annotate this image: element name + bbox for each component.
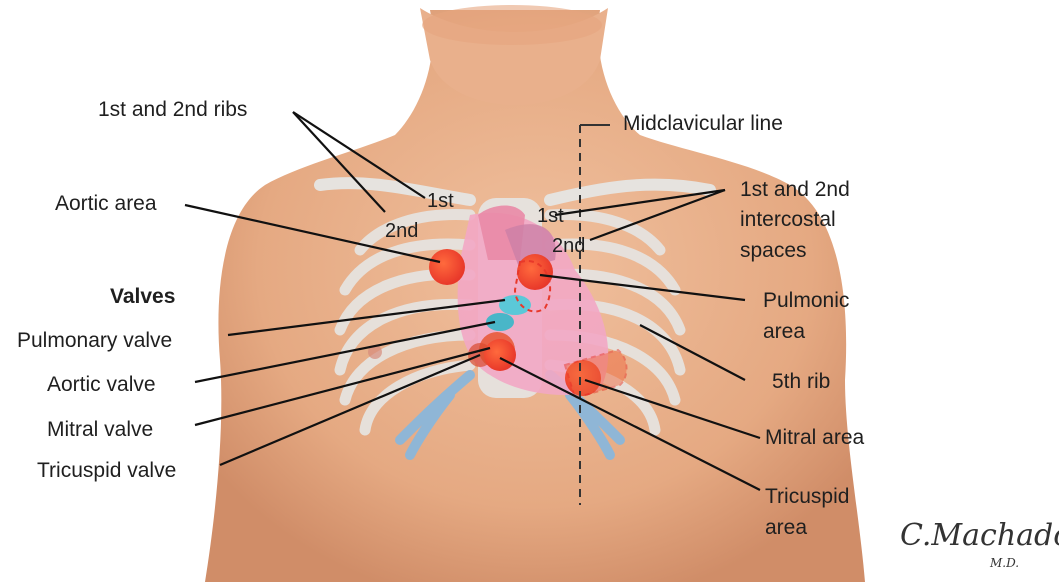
label-ics-2nd: 2nd [552,233,585,259]
label-tricuspid-area-1: Tricuspid [765,484,849,510]
label-ics-1st: 1st [537,203,564,229]
label-aortic-area: Aortic area [55,191,157,217]
label-rib-2nd: 2nd [385,218,418,244]
neck-shadow [422,5,602,45]
artist-signature: C.Machado [900,518,1059,553]
artist-signature-suffix: M.D. [990,556,1019,570]
signature-name: C.Machado [900,518,1059,553]
label-pulmonic-2: area [763,319,805,345]
label-rib-1st: 1st [427,188,454,214]
label-valves-heading: Valves [110,284,175,310]
label-fifth-rib: 5th rib [772,369,830,395]
label-pulmonary-valve: Pulmonary valve [17,328,172,354]
pulmonary-valve-marker [499,295,531,315]
pulmonic-area-marker [517,254,553,290]
label-aortic-valve: Aortic valve [47,372,156,398]
aortic-area-marker [429,249,465,285]
label-intercostal-2: intercostal [740,207,836,233]
label-midclavicular-line: Midclavicular line [623,111,783,137]
label-tricuspid-area-2: area [765,515,807,541]
label-tricuspid-valve: Tricuspid valve [37,458,176,484]
label-mitral-valve: Mitral valve [47,417,153,443]
tricuspid-area-marker [484,339,516,371]
label-mitral-area: Mitral area [765,425,864,451]
label-pulmonic-1: Pulmonic [763,288,849,314]
label-intercostal-1: 1st and 2nd [740,177,850,203]
label-intercostal-3: spaces [740,238,807,264]
label-ribs-1-2: 1st and 2nd ribs [98,97,247,123]
